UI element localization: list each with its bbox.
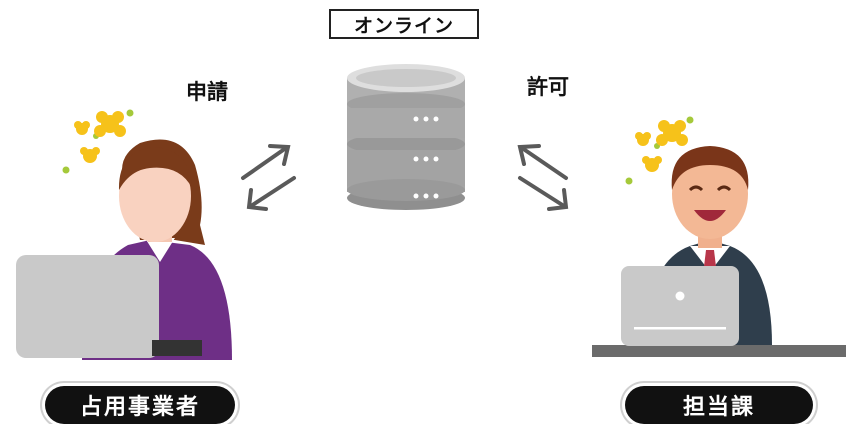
server-icon — [347, 64, 465, 210]
arrow-from-server-right-icon — [518, 176, 569, 211]
staff-desk — [592, 345, 846, 357]
staff-sparkles — [625, 116, 694, 185]
applicant-label: 占用事業者 — [45, 386, 235, 424]
applicant-laptop-icon — [16, 255, 202, 358]
online-label: オンライン — [329, 9, 479, 39]
arrow-from-server-left-icon — [246, 176, 296, 211]
department-label: 担当課 — [625, 386, 813, 424]
diagram-canvas — [16, 64, 846, 360]
arrow-to-server-icon — [241, 144, 291, 180]
arrow-to-server-right-icon — [517, 144, 568, 180]
staff-laptop-icon — [621, 266, 739, 346]
apply-label: 申請 — [186, 80, 228, 104]
applicant-sparkles — [62, 109, 134, 174]
permit-label: 許可 — [527, 75, 569, 99]
